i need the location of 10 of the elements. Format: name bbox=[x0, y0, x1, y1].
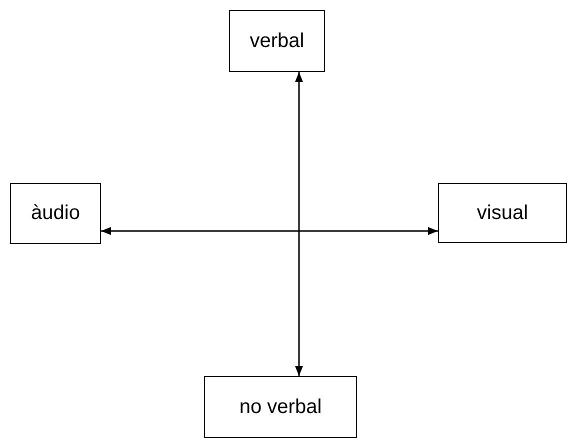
box-label: verbal bbox=[250, 30, 304, 52]
box-label: no verbal bbox=[239, 396, 322, 418]
label-box bbox=[204, 376, 357, 438]
label-box bbox=[438, 183, 567, 243]
label-box bbox=[10, 183, 101, 244]
double-arrow bbox=[101, 227, 438, 235]
label-box bbox=[229, 10, 325, 72]
box-label: visual bbox=[476, 202, 528, 224]
double-arrow bbox=[295, 72, 303, 376]
box-label: àudio bbox=[31, 202, 80, 225]
